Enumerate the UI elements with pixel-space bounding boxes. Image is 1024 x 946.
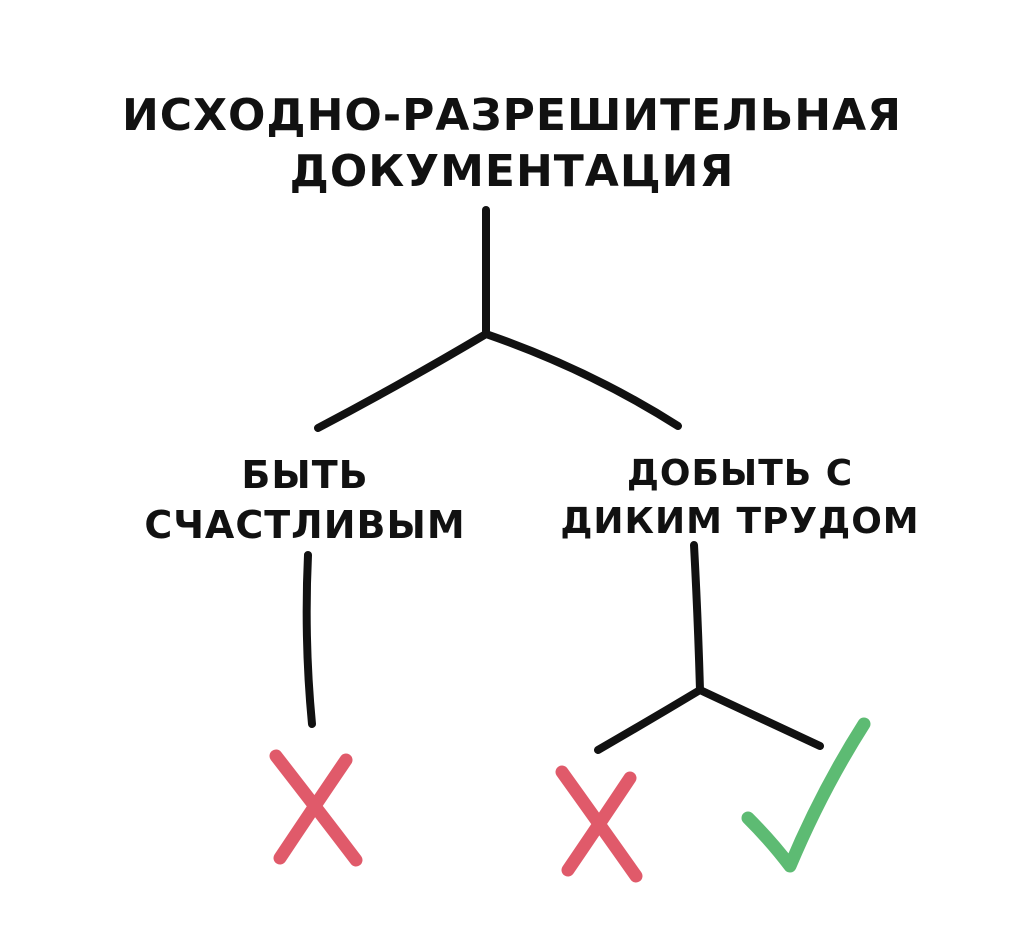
right-cross-icon: [555, 765, 643, 883]
left-cross-icon: [269, 749, 363, 867]
root-label-line-1: Исходно-разрешительная: [121, 90, 903, 141]
left-branch-label: Быть счастливым: [110, 450, 500, 550]
root-node-label: Исходно-разрешительная документация: [112, 88, 912, 200]
right-split-right: [696, 686, 824, 750]
root-label-line-2: документация: [289, 146, 735, 197]
left-label-line-2: счастливым: [144, 503, 466, 547]
right-split-left: [594, 686, 704, 754]
right-label-line-1: Добыть с: [626, 453, 854, 494]
check-icon: [741, 717, 871, 873]
left-label-line-1: Быть: [241, 453, 369, 497]
right-branch-label: Добыть с диким трудом: [540, 450, 940, 546]
root-branch-left: [314, 330, 490, 432]
right-stem: [690, 541, 704, 694]
left-stem: [302, 551, 316, 728]
root-branch-right: [482, 330, 682, 430]
right-label-line-2: диким трудом: [560, 501, 920, 542]
